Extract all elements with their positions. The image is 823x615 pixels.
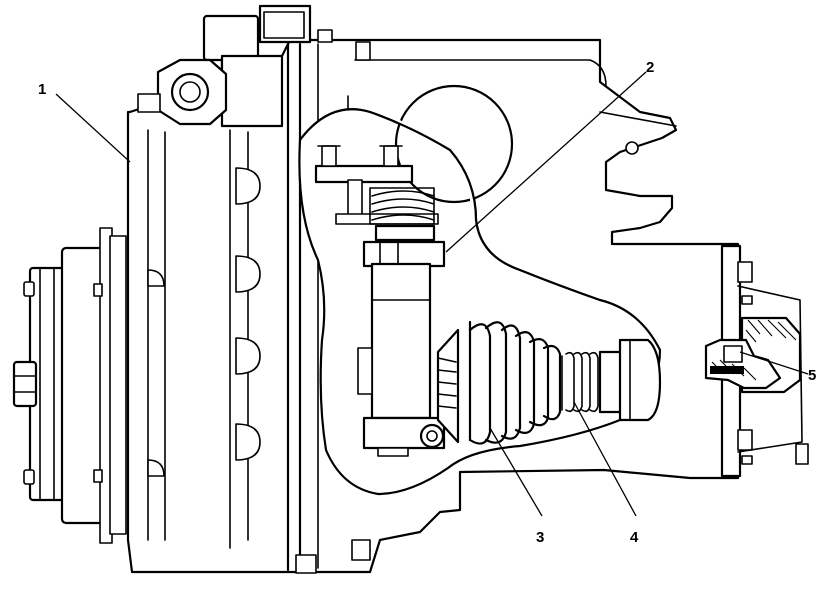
callout-1-label: 1 xyxy=(38,81,46,98)
drive-coupling xyxy=(12,227,127,544)
callout-3-label: 3 xyxy=(536,529,544,546)
outlet-fitting xyxy=(704,316,802,394)
callout-leaders xyxy=(55,71,809,517)
callout-2-label: 2 xyxy=(646,59,654,76)
plunger-head xyxy=(362,240,446,268)
governor-linkage xyxy=(314,145,446,268)
inner-spring xyxy=(561,338,662,422)
bore xyxy=(394,84,514,204)
inlet-fitting xyxy=(137,4,371,128)
coupling-bolt xyxy=(12,360,38,408)
callout-4-label: 4 xyxy=(630,529,639,546)
plunger-barrel xyxy=(357,262,446,457)
main-spring xyxy=(436,320,562,445)
callout-5-label: 5 xyxy=(808,367,816,384)
